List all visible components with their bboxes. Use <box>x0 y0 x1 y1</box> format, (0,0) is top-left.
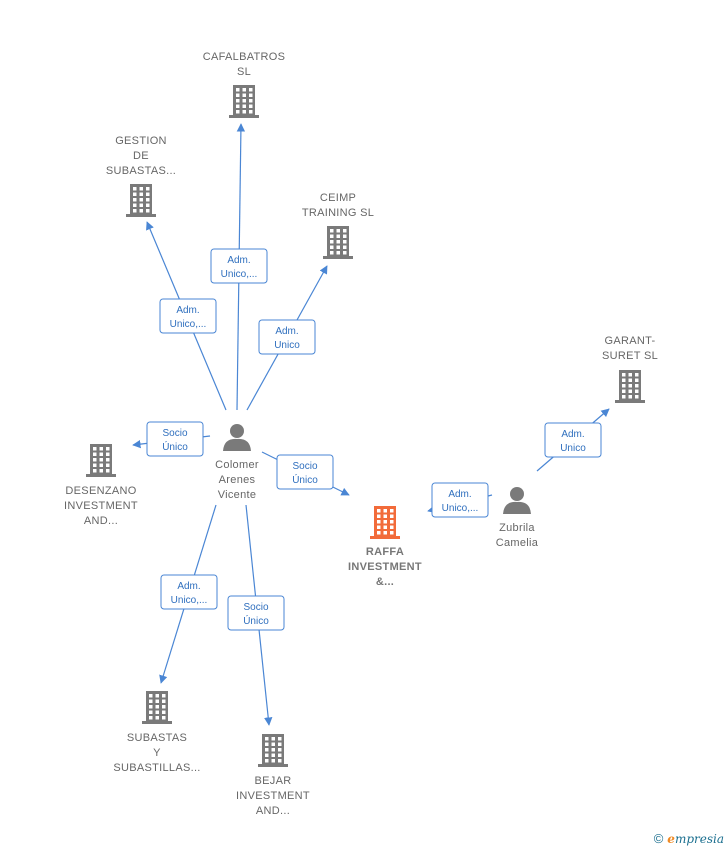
person-icon <box>223 424 251 451</box>
edge-label-text: Único <box>243 614 269 627</box>
node-label-line: Camelia <box>496 537 539 549</box>
edge-label-text: Unico,... <box>221 269 258 280</box>
node-label-line: Y <box>153 747 161 759</box>
edge-colomer-to-gestion: Adm. Unico,... <box>146 221 227 411</box>
edge-label-box[interactable] <box>210 248 268 284</box>
building-icon <box>323 226 353 259</box>
edge-label-text: Adm. <box>176 305 199 316</box>
node-bejar[interactable]: BEJAR INVESTMENT AND... <box>236 734 310 817</box>
edge-label-text: Único <box>162 440 188 453</box>
node-label-line: TRAINING SL <box>302 207 374 219</box>
edge-zubrila-to-garant: Adm. Unico <box>536 408 610 472</box>
edge-colomer-to-subastas: Adm. Unico,... <box>159 504 218 684</box>
node-garant[interactable]: GARANT- SURET SL <box>602 335 658 403</box>
node-label-line: GARANT- <box>605 335 656 347</box>
building-icon <box>370 506 400 539</box>
edge-label-text: Unico,... <box>170 319 207 330</box>
edge-label-text: Adm. <box>227 255 250 266</box>
node-label-line: Vicente <box>218 489 257 501</box>
node-label-line: DESENZANO <box>65 485 136 497</box>
node-ceimp[interactable]: CEIMP TRAINING SL <box>302 192 374 259</box>
node-label-line: Colomer <box>215 459 259 471</box>
edge-label-text: Adm. <box>561 429 584 440</box>
edges-layer: Adm.Unico,...Adm.Unico,...Adm.UnicoSocio… <box>132 123 610 726</box>
building-icon <box>86 444 116 477</box>
edge-label-box[interactable] <box>159 298 217 334</box>
edge-label-text: Adm. <box>448 489 471 500</box>
copyright-symbol: © <box>653 831 664 846</box>
node-label-line: SUBASTAS <box>127 732 187 744</box>
footer-brand: © empresia <box>654 831 724 846</box>
edge-label-box[interactable] <box>227 595 285 631</box>
node-label-line: AND... <box>84 515 118 527</box>
edge-label-text: Único <box>292 473 318 486</box>
node-label-line: INVESTMENT <box>348 561 422 573</box>
edge-label-text: Socio <box>162 428 187 439</box>
node-subastas[interactable]: SUBASTAS Y SUBASTILLAS... <box>113 691 200 774</box>
node-label-line: SL <box>237 66 251 78</box>
edge-label-text: Unico <box>274 340 300 351</box>
building-icon <box>229 85 259 118</box>
edge-label-box[interactable] <box>258 319 316 355</box>
building-icon <box>142 691 172 724</box>
node-label-line: CAFALBATROS <box>203 51 286 63</box>
edge-label-box[interactable] <box>160 574 218 610</box>
building-icon <box>126 184 156 217</box>
edge-label-text: Socio <box>243 602 268 613</box>
node-label-line: RAFFA <box>366 546 404 558</box>
node-label-line: AND... <box>256 805 290 817</box>
building-icon <box>615 370 645 403</box>
person-icon <box>503 487 531 514</box>
edge-label-box[interactable] <box>544 422 602 458</box>
edge-colomer-to-ceimp: Adm. Unico <box>246 265 328 411</box>
node-desenzano[interactable]: DESENZANO INVESTMENT AND... <box>64 444 138 527</box>
edge-label-text: Unico,... <box>171 595 208 606</box>
node-label-line: INVESTMENT <box>236 790 310 802</box>
node-label-line: BEJAR <box>255 775 292 787</box>
node-gestion[interactable]: GESTION DE SUBASTAS... <box>106 135 176 217</box>
node-label-line: DE <box>133 150 149 162</box>
edge-label-box[interactable] <box>431 482 489 518</box>
node-cafalbatros[interactable]: CAFALBATROS SL <box>203 51 286 118</box>
empresia-logo[interactable]: empresia <box>667 831 724 846</box>
building-icon <box>258 734 288 767</box>
node-label-line: SUBASTILLAS... <box>113 762 200 774</box>
edge-label-box[interactable] <box>276 454 334 490</box>
node-label-line: Zubrila <box>499 522 535 534</box>
node-label-line: &... <box>376 576 394 588</box>
edge-label-text: Adm. <box>177 581 200 592</box>
node-label-line: SURET SL <box>602 350 658 362</box>
node-label-line: GESTION <box>115 135 167 147</box>
node-raffa[interactable]: RAFFA INVESTMENT &... <box>348 506 422 588</box>
edge-label-text: Adm. <box>275 326 298 337</box>
node-label-line: Arenes <box>219 474 256 486</box>
node-label-line: CEIMP <box>320 192 356 204</box>
edge-colomer-to-cafalbatros: Adm. Unico,... <box>210 123 268 411</box>
edge-label-text: Unico <box>560 443 586 454</box>
node-label-line: INVESTMENT <box>64 500 138 512</box>
edge-label-text: Socio <box>292 461 317 472</box>
edge-label-box[interactable] <box>146 421 204 457</box>
edge-zubrila-to-raffa: Adm. Unico,... <box>427 482 493 518</box>
node-label-line: SUBASTAS... <box>106 165 176 177</box>
nodes-layer: CAFALBATROS SL GESTION DE SUBASTAS... CEIMP TR… <box>64 51 658 817</box>
edge-label-text: Unico,... <box>442 503 479 514</box>
